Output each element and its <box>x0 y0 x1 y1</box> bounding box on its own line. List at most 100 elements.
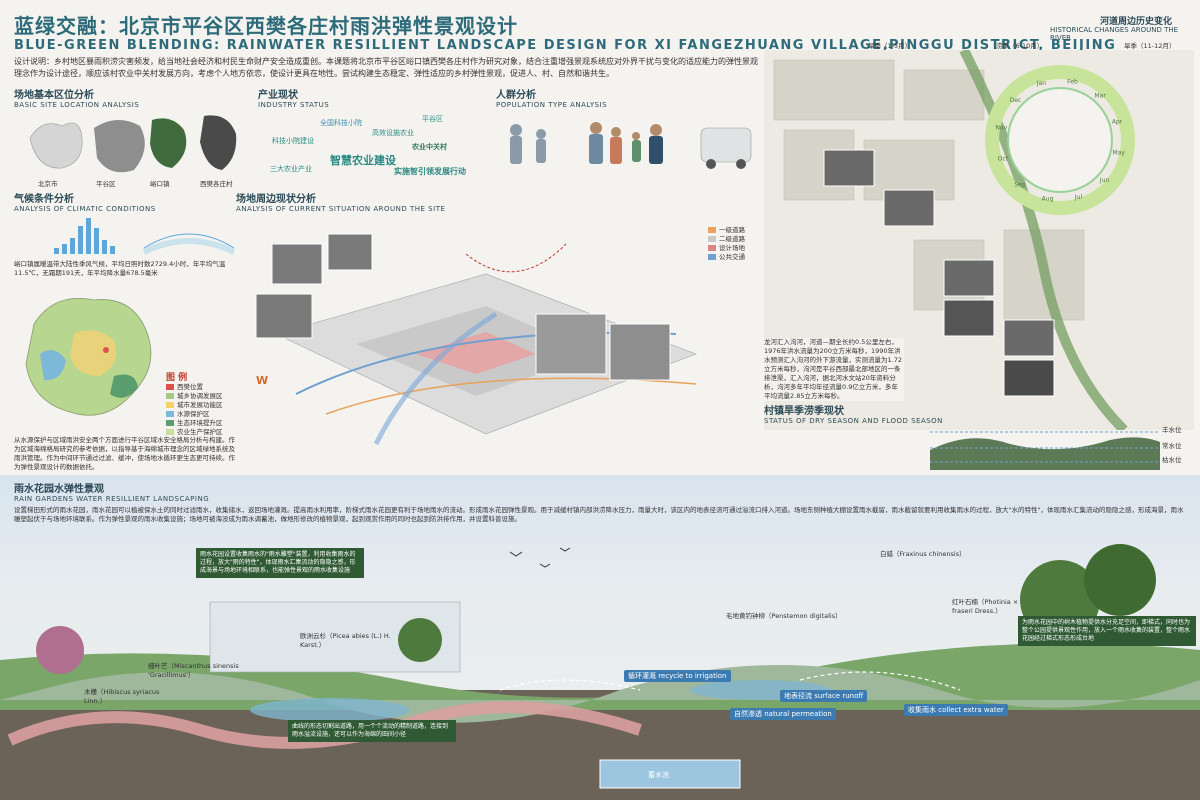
industry-tag: 智慧农业建设 <box>330 154 396 167</box>
water-level-high: 丰水位 <box>1162 426 1182 434</box>
river-history-title: 河道周边历史变化 <box>1100 17 1173 27</box>
flow-label-recycle: 循环灌溉 recycle to irrigation <box>624 670 731 682</box>
callout-path-design: 曲线的形态切割出道路，用一个个流动的精制道路，连接到雨水溢流设施，还可以作为海绵… <box>288 720 456 742</box>
month-label: Feb <box>1067 78 1078 85</box>
month-label: Apr <box>1112 118 1123 125</box>
season-label: 旱季（11-12月） <box>1124 42 1176 50</box>
site-location-section: 场地基本区位分析 BASIC SITE LOCATION ANALYSIS <box>14 86 139 109</box>
legend-label: 城乡协调发展区 <box>177 392 223 400</box>
site-marker-icon <box>103 347 109 353</box>
plant-label: 红叶石楠（Photinia × fraseri Dress.） <box>952 598 1019 615</box>
month-label: Sep <box>1014 182 1026 189</box>
legend-swatch <box>166 420 174 426</box>
rain-garden-subtitle: RAIN GARDENS WATER RESILLIENT LANDSCAPIN… <box>14 495 210 503</box>
legend-swatch <box>166 393 174 399</box>
design-site-area <box>416 332 536 374</box>
precipitation-bars <box>54 218 115 254</box>
legend-label: 城市发展功能区 <box>177 401 223 409</box>
legend-swatch <box>708 254 716 260</box>
legend-label: 西樊位置 <box>177 383 203 391</box>
rain-garden-section: 雨水花园水弹性景观 RAIN GARDENS WATER RESILLIENT … <box>14 480 209 503</box>
isometric-site-diagram <box>255 233 697 446</box>
legend-swatch <box>708 236 716 242</box>
compass-west-label: W <box>256 374 269 387</box>
legend-label: 一级道路 <box>719 226 745 234</box>
population-section: 人群分析 POPULATION TYPE ANALYSIS <box>496 86 607 109</box>
month-label: May <box>1112 149 1125 156</box>
historical-photos <box>823 149 1055 397</box>
month-label: Jun <box>1099 177 1110 184</box>
population-title: 人群分析 <box>496 90 536 101</box>
population-figures <box>510 122 752 169</box>
page-subtitle: BLUE-GREEN BLENDING: RAINWATER RESILLIEN… <box>14 38 1117 53</box>
rain-garden-title: 雨水花园水弹性景观 <box>14 484 104 495</box>
design-description: 设计说明：乡村地区暴雨积涝灾害频发，给当地社会经济和村民生命财产安全造成重创。本… <box>14 57 758 78</box>
surroundings-legend-item: 一级道路 <box>708 226 745 235</box>
yukou-map <box>150 118 187 168</box>
regional-water-map <box>25 298 152 416</box>
industry-tag: 三大农业产业 <box>270 165 312 173</box>
legend-label: 二级道路 <box>719 235 745 243</box>
plant-label: 木槿（Hibiscus syriacus Linn.） <box>84 688 160 705</box>
birds-icon <box>509 547 571 568</box>
dry-flood-subtitle: STATUS OF DRY SEASON AND FLOOD SEASON <box>764 417 943 425</box>
flow-label-collect: 收集雨水 collect extra water <box>904 704 1008 716</box>
industry-tag: 高效设施农业 <box>372 129 414 137</box>
legend-label: 生态环境提升区 <box>177 419 223 427</box>
surroundings-legend-item: 二级道路 <box>708 235 745 244</box>
site-location-maps <box>29 115 237 173</box>
xifangezhuang-map <box>200 115 237 170</box>
month-label: Nov <box>995 125 1007 132</box>
legend-label: 设计场地 <box>719 244 745 252</box>
industry-subtitle: INDUSTRY STATUS <box>258 101 330 109</box>
people-illustration <box>510 122 663 164</box>
car-illustration <box>700 127 752 163</box>
legend-label: 公共交通 <box>719 253 745 261</box>
industry-tag: 全国科技小院 <box>320 119 362 127</box>
legend-label: 水源保护区 <box>177 410 210 418</box>
rain-garden-section-illustration <box>0 544 1200 800</box>
population-subtitle: POPULATION TYPE ANALYSIS <box>496 101 608 109</box>
beijing-map <box>29 122 83 169</box>
map-label-xifangezhuang: 西樊各庄村 <box>200 180 233 188</box>
surroundings-legend-item: 设计场地 <box>708 244 745 253</box>
rain-garden-description: 设置梯田形式的雨水花园，雨水花园可以植被保水土的同时过滤雨水，收集储水，返回场地… <box>14 506 1184 523</box>
legend-swatch <box>166 384 174 390</box>
pinggu-map <box>94 119 145 173</box>
map-legend-item: 城乡协调发展区 <box>166 392 223 401</box>
industry-tag: 农业中关村 <box>412 143 447 151</box>
rain-garden-pond <box>250 698 410 722</box>
legend-swatch <box>166 411 174 417</box>
map-legend-item: 城市发展功能区 <box>166 401 223 410</box>
legend-swatch <box>166 402 174 408</box>
map-label-yukou: 峪口镇 <box>150 180 170 188</box>
river-description: 龙河汇入泃河，河道—期全长约0.5公里左右，1976年洪水流量为200立方米每秒… <box>764 338 904 401</box>
surroundings-title: 场地周边现状分析 <box>236 194 316 205</box>
surroundings-section: 场地周边现状分析 ANALYSIS OF CURRENT SITUATION A… <box>236 190 445 213</box>
map-legend-title: 图 例 <box>166 373 188 383</box>
water-level-section <box>930 431 1160 470</box>
season-label: 旱季（1-5月） <box>868 42 912 50</box>
map-legend-item: 西樊位置 <box>166 383 223 392</box>
month-label: Aug <box>1042 196 1054 203</box>
map-legend-item: 水源保护区 <box>166 410 223 419</box>
plant-label: 欧洲云杉（Picea abies (L.) H. Karst.） <box>300 632 391 649</box>
surroundings-legend: 一级道路二级道路设计场地公共交通 <box>708 226 745 262</box>
map-legend-item: 农业生产保护区 <box>166 428 223 437</box>
legend-swatch <box>166 429 174 435</box>
temperature-curve <box>143 233 235 249</box>
month-label: Jan <box>1036 80 1046 87</box>
climate-description: 峪口镇属暖温带大陆性季风气候，平均日照时数2729.4小时，年平均气温11.5℃… <box>14 260 226 277</box>
map-legend-items: 西樊位置城乡协调发展区城市发展功能区水源保护区生态环境提升区农业生产保护区 <box>166 383 223 437</box>
callout-rain-sculpture: 雨水花园设置收集雨水的"雨水雕塑"装置，利用收集雨水的过程，放大"雨的特性"，体… <box>196 548 364 578</box>
industry-tag: 实施智引领发展行动 <box>394 167 466 176</box>
dry-flood-section: 村镇旱季涝季现状 STATUS OF DRY SEASON AND FLOOD … <box>764 402 943 425</box>
water-security-description: 从水源保护与区域雨洪安全两个方面进行平谷区域水安全格局分析与构建。作为区域海绵格… <box>14 436 235 471</box>
water-level-low: 枯水位 <box>1162 456 1182 464</box>
industry-tag: 科技小院建设 <box>272 137 314 145</box>
storage-tank <box>599 759 741 789</box>
industry-section: 产业现状 INDUSTRY STATUS <box>258 86 329 109</box>
callout-terrace: 为雨水花园中的树木植物提供水分充足空间，即梯式，同时也为整个公园提供景观性作用，… <box>1018 616 1196 646</box>
